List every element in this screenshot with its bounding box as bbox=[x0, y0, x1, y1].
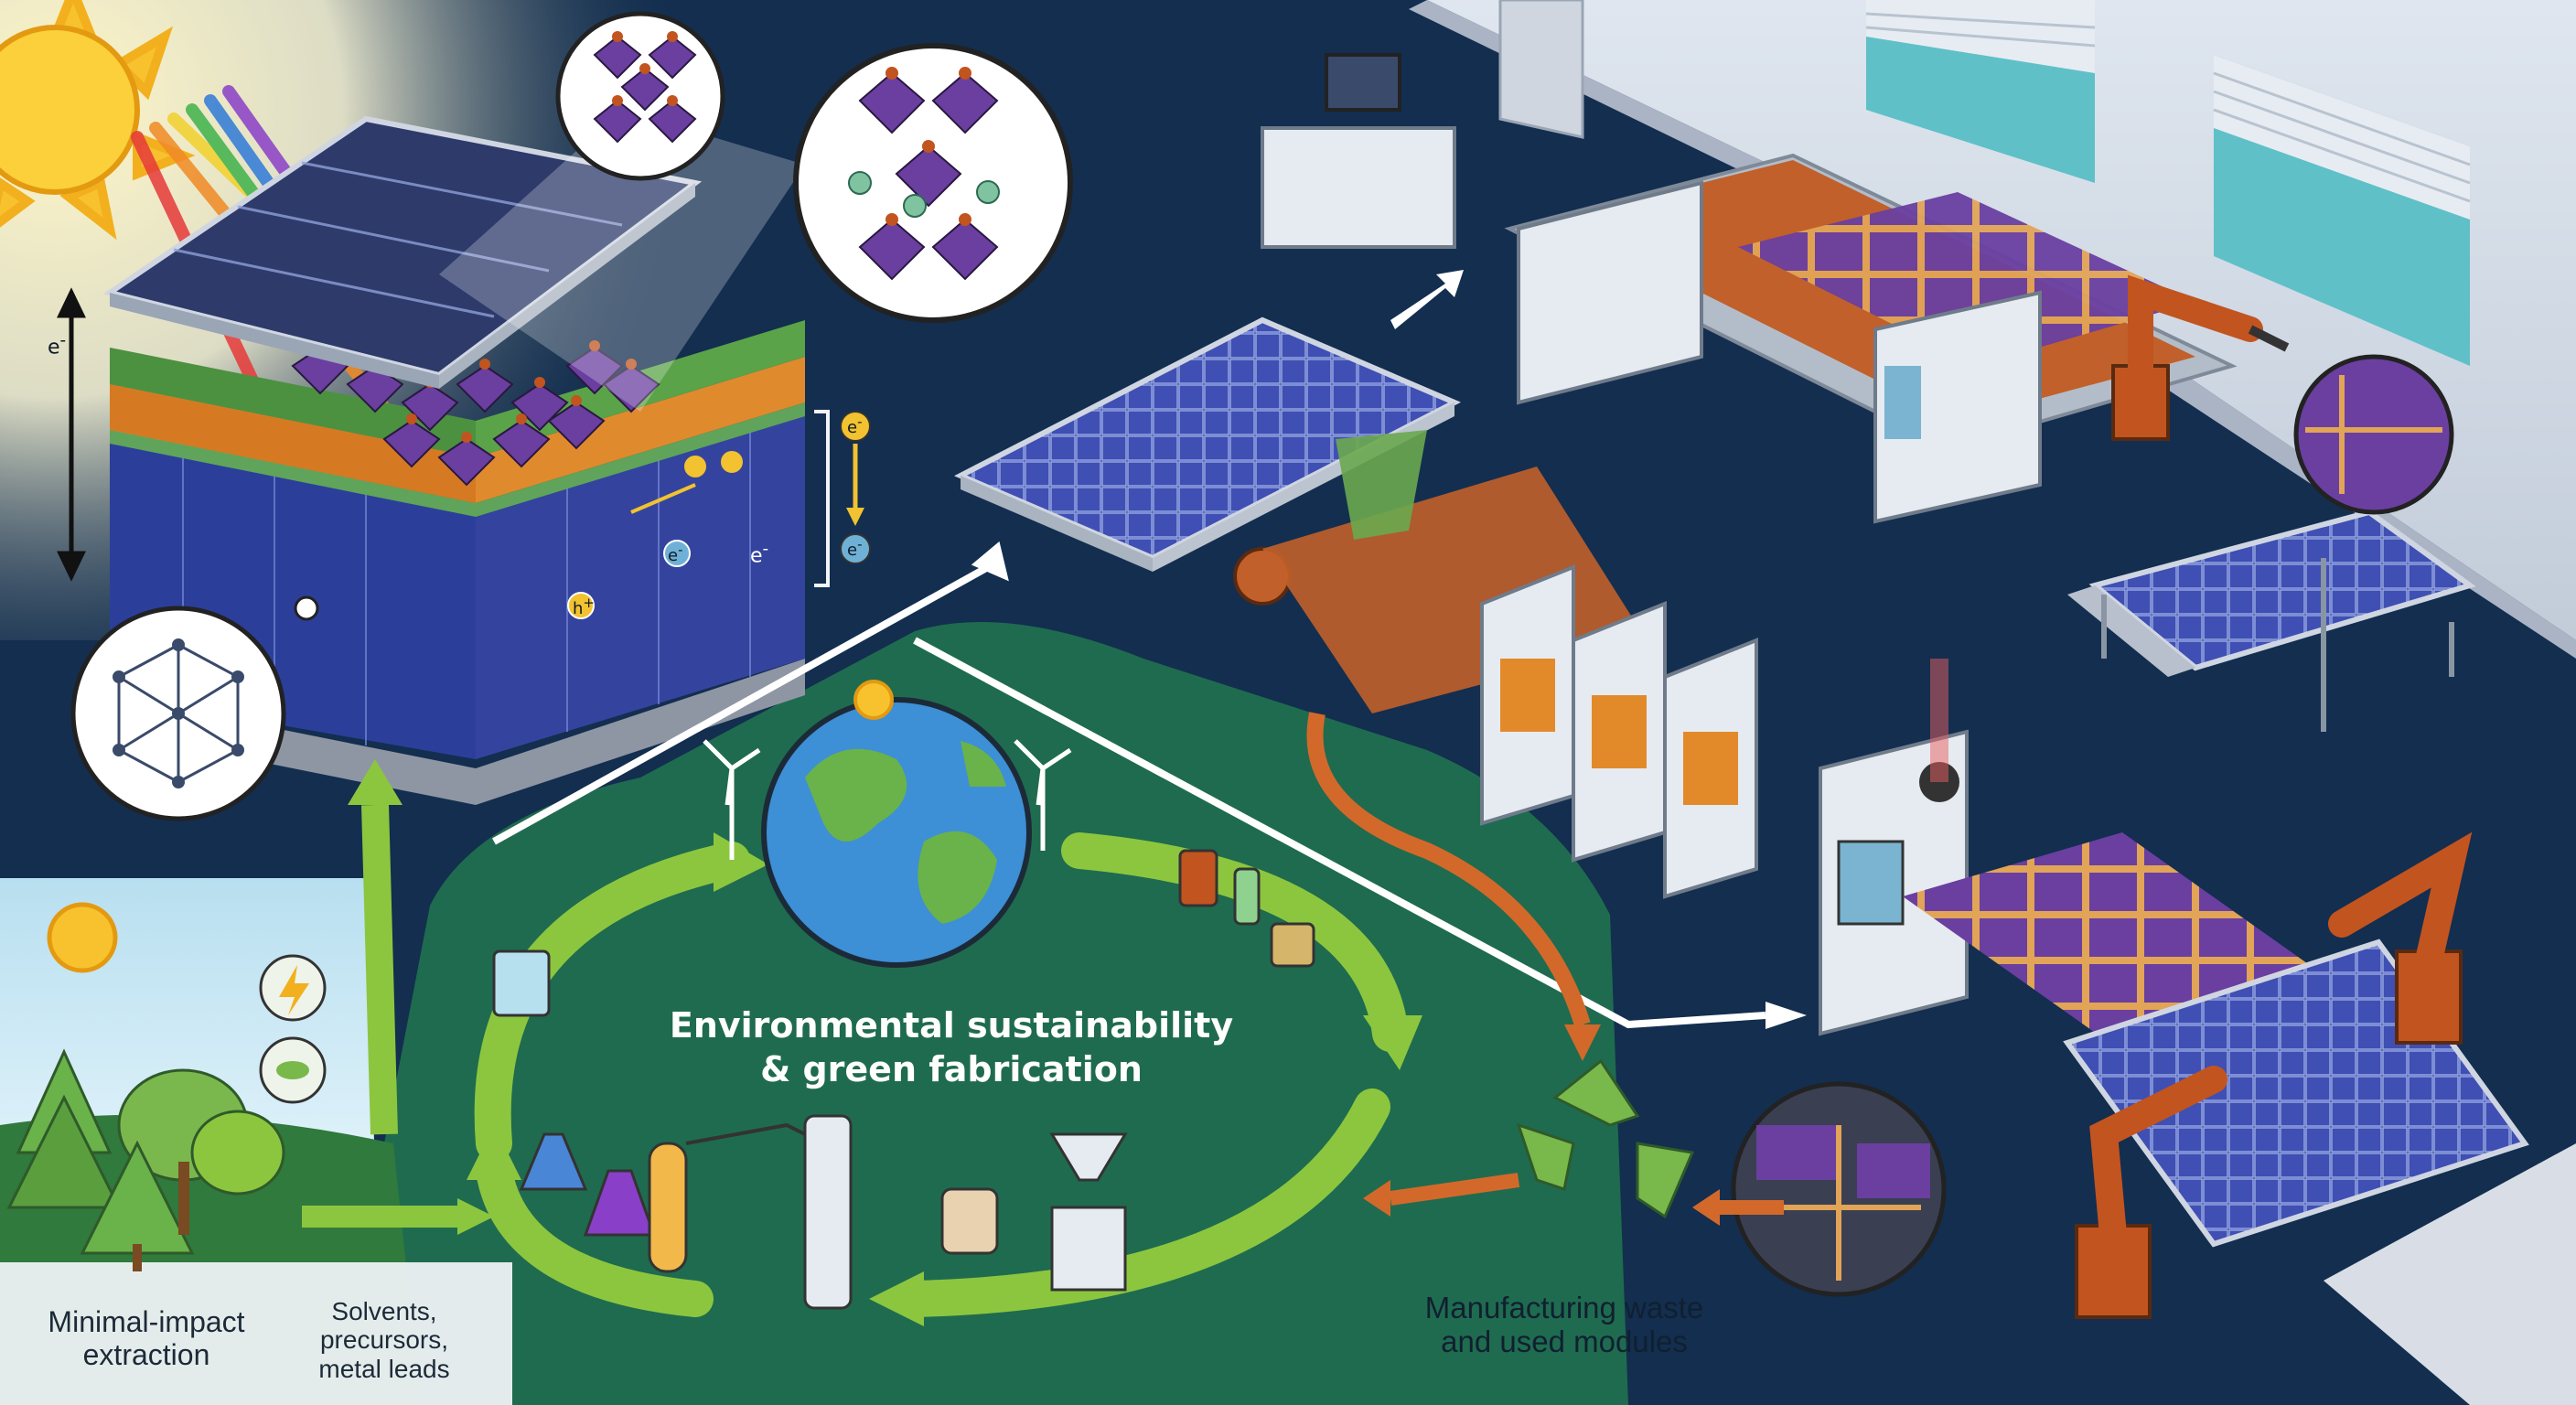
hole-letter: h bbox=[573, 599, 584, 618]
distillation-column-icon bbox=[803, 1114, 853, 1310]
jar-icon bbox=[1178, 849, 1315, 968]
lab-apparatus bbox=[519, 1114, 1128, 1310]
beaker-icon bbox=[492, 949, 551, 1017]
crystal-zoom-small bbox=[555, 11, 725, 181]
solvents-label-line-2: precursors, bbox=[319, 1325, 449, 1355]
electron-label: e- bbox=[48, 331, 66, 359]
electron-letter: e bbox=[847, 418, 858, 437]
electron-letter: e bbox=[48, 336, 60, 359]
electron-sign: - bbox=[762, 540, 769, 559]
extraction-label-line-1: Minimal-impact bbox=[48, 1305, 245, 1338]
center-title-line-2: & green fabrication bbox=[760, 1048, 1143, 1089]
sun-icon bbox=[0, 0, 196, 241]
electron-sign: - bbox=[857, 413, 863, 430]
tree-icon bbox=[6, 1048, 285, 1271]
waste-label-line-2: and used modules bbox=[1441, 1324, 1688, 1358]
electron-letter: e bbox=[750, 544, 763, 568]
sun-icon bbox=[47, 902, 118, 973]
electron-letter: e bbox=[668, 546, 679, 565]
factory-wall bbox=[1006, 0, 2576, 640]
electron-sign: - bbox=[59, 331, 67, 350]
earth-globe-icon bbox=[761, 697, 1032, 968]
perovskite-cell-stack bbox=[57, 11, 1073, 821]
extraction-label-line-2: extraction bbox=[82, 1337, 210, 1371]
robot-arm-icon bbox=[2111, 274, 2290, 441]
electron-letter: e bbox=[847, 541, 858, 560]
flask-icon bbox=[583, 1169, 657, 1237]
hole-label: h+ bbox=[573, 595, 595, 618]
extraction-label: Minimal-impact extraction bbox=[9, 1305, 284, 1372]
waste-flow-arrow bbox=[1306, 712, 1591, 1027]
electron-label-layer: e- bbox=[750, 540, 768, 567]
electron-label-top: e- bbox=[847, 413, 863, 437]
waste-label: Manufacturing waste and used modules bbox=[1390, 1291, 1738, 1359]
solvents-label: Solvents, precursors, metal leads bbox=[293, 1297, 476, 1383]
wind-turbine-icon bbox=[703, 739, 1072, 860]
electron-label-middle: e- bbox=[668, 542, 683, 565]
flow-arrows bbox=[492, 563, 1766, 1029]
hole-sign: + bbox=[583, 595, 595, 611]
electron-sign: - bbox=[857, 536, 863, 552]
waste-label-line-1: Manufacturing waste bbox=[1424, 1291, 1704, 1325]
crystal-zoom-large bbox=[793, 43, 1073, 323]
electron-label-bottom: e- bbox=[847, 536, 863, 560]
solvents-label-line-1: Solvents, bbox=[331, 1297, 437, 1325]
factory-windows bbox=[1865, 0, 2471, 366]
center-title-line-1: Environmental sustainability bbox=[669, 1005, 1234, 1046]
electron-sign: - bbox=[678, 542, 683, 558]
center-title: Environmental sustainability & green fab… bbox=[585, 1004, 1317, 1091]
silicon-lattice-zoom bbox=[70, 595, 319, 821]
factory-line-lower bbox=[1233, 430, 2529, 1319]
robot-arm-icon bbox=[2075, 831, 2473, 1319]
recycle-icon bbox=[1516, 1058, 1695, 1219]
factory-line-upper bbox=[953, 53, 2476, 732]
solvents-label-line-3: metal leads bbox=[318, 1354, 450, 1383]
